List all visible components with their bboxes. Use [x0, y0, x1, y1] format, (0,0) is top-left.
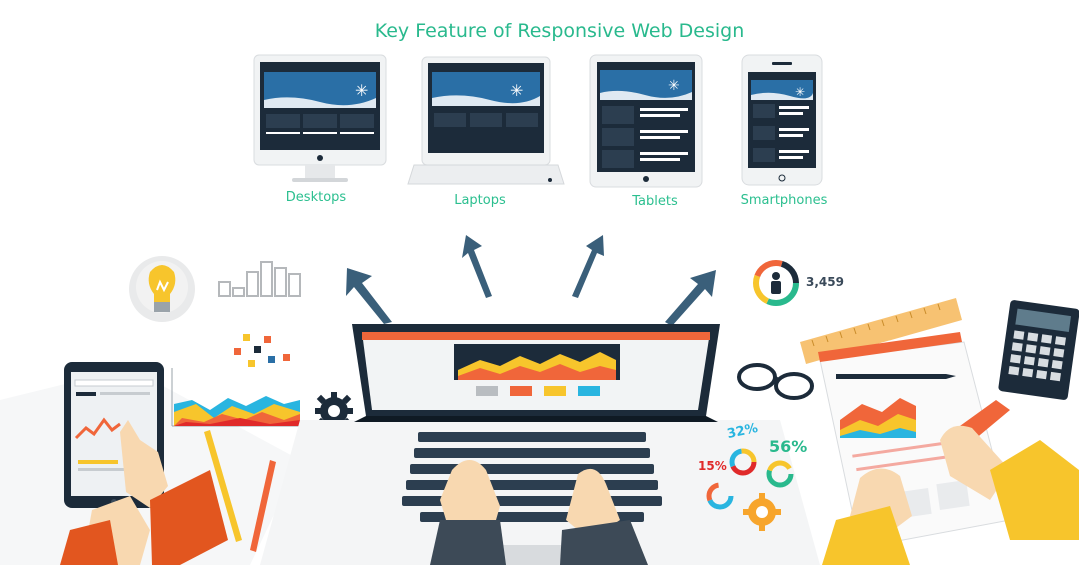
lightbulb-icon	[129, 256, 195, 322]
right-hands-illustration	[822, 400, 1079, 565]
arrow-icon-2	[462, 235, 492, 298]
person-icon	[753, 260, 799, 306]
device-label-laptops: Laptops	[454, 193, 506, 208]
pencil-icon	[204, 430, 276, 552]
svg-text:✳: ✳	[795, 85, 805, 99]
svg-text:✳: ✳	[668, 78, 680, 94]
arrow-icon-4	[665, 270, 716, 326]
percent-stat-56: 56%	[769, 437, 808, 456]
donut-chart-icons	[706, 448, 794, 510]
area-chart-illustration	[171, 368, 302, 427]
center-laptop-illustration	[260, 324, 820, 565]
confetti-decoration	[234, 334, 290, 367]
device-label-smartphones: Smartphones	[740, 193, 828, 208]
gear-icon-orange	[743, 493, 781, 531]
arrow-icon-3	[572, 235, 604, 298]
pen-icon	[836, 374, 956, 379]
smartphone-icon: ✳	[741, 54, 823, 186]
arrow-icon-1	[346, 268, 392, 324]
calculator-icon	[998, 300, 1079, 400]
svg-text:✳: ✳	[355, 81, 368, 100]
laptop-icon: ✳	[407, 56, 565, 185]
device-label-tablets: Tablets	[632, 194, 678, 209]
percent-stat-15: 15%	[698, 459, 727, 473]
users-count-stat: 3,459	[806, 275, 844, 289]
page-title: Key Feature of Responsive Web Design	[374, 20, 745, 42]
svg-text:✳: ✳	[510, 81, 523, 100]
device-label-desktops: Desktops	[285, 190, 347, 205]
tablet-icon: ✳	[589, 54, 703, 188]
bar-chart-icon	[218, 261, 301, 297]
gear-icon	[315, 392, 353, 430]
desktop-icon: ✳	[253, 54, 387, 182]
left-tablet-illustration	[0, 362, 300, 565]
glasses-icon	[737, 363, 814, 400]
ruler-icon	[800, 298, 962, 364]
